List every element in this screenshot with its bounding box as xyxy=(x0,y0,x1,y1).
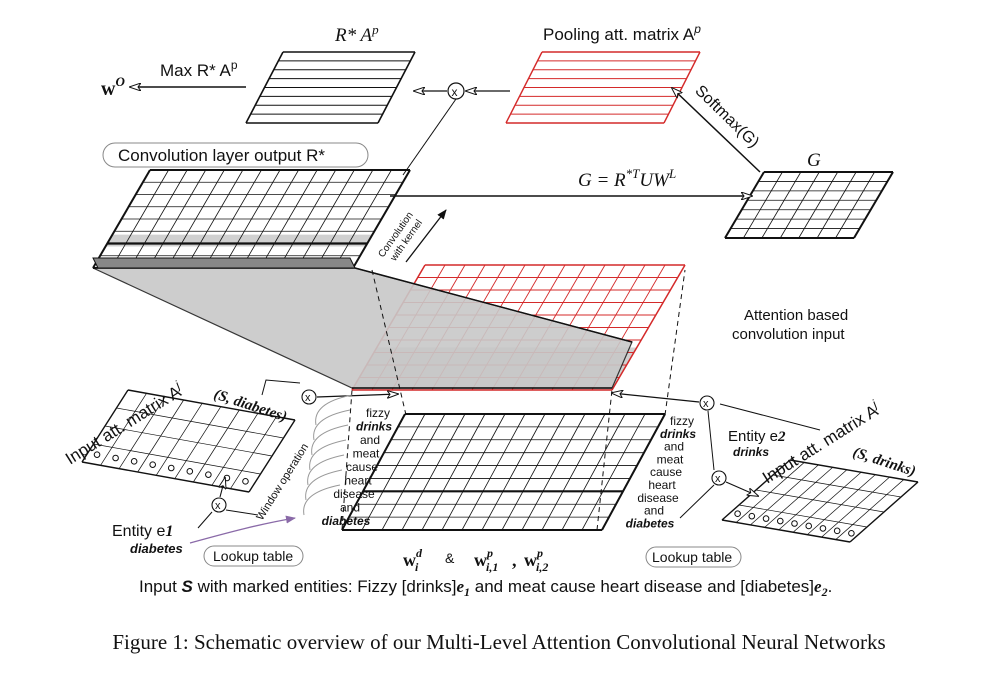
window-operation-arcs xyxy=(303,394,353,516)
softmax-arrow xyxy=(672,88,761,173)
entity-e1-label: Entity e1 xyxy=(112,523,173,540)
amp-label: & xyxy=(445,550,455,566)
rstar-ap-title: R* Ap xyxy=(334,22,379,46)
word-token: meat xyxy=(353,447,380,461)
word-token: heart xyxy=(344,474,372,488)
g-matrix xyxy=(724,171,894,239)
s-diabetes-label: (S, diabetes) xyxy=(212,387,289,426)
conv-output-label: Convolution layer output R* xyxy=(118,146,325,165)
right-word-column: fizzydrinksandmeatcauseheartdiseaseanddi… xyxy=(626,414,697,530)
word-token: and xyxy=(664,440,684,454)
word-token: fizzy xyxy=(366,406,390,420)
mlac-diagram: Max R* Ap wO R* Ap Pooling att. matrix A… xyxy=(60,22,919,599)
lookup-left-label: Lookup table xyxy=(213,548,293,564)
rstar-ap-matrix xyxy=(245,51,416,124)
word-token: cause xyxy=(346,460,378,474)
figure-caption: Figure 1: Schematic overview of our Mult… xyxy=(112,630,886,654)
lookup-table-left xyxy=(203,545,304,567)
word-token: meat xyxy=(657,452,684,466)
input-att-left-label: Input att. matrix Aj xyxy=(60,378,186,468)
word-token: diabetes xyxy=(626,516,675,530)
svg-text:x: x xyxy=(452,85,458,99)
conv-output-pill xyxy=(102,142,369,168)
word-token: drinks xyxy=(660,427,696,441)
lookup-table-right xyxy=(645,546,742,568)
conv-kernel-arrow xyxy=(405,209,447,263)
lookup-right-label: Lookup table xyxy=(652,549,732,565)
word-token: disease xyxy=(333,487,375,501)
conv-output-matrix xyxy=(92,169,411,269)
pooling-att-matrix xyxy=(505,51,701,124)
multiply-node-left-upper: x xyxy=(261,379,398,405)
conv-kernel-label: Convolutionwith kernel xyxy=(376,210,425,266)
word-token: and xyxy=(644,504,664,518)
entity-e2-word: drinks xyxy=(733,445,769,459)
g-title: G xyxy=(807,150,821,171)
svg-text:x: x xyxy=(305,392,311,404)
window-operation-label: Window operation xyxy=(254,442,311,523)
multiply-node-right-upper: x xyxy=(612,393,821,431)
multiply-node-top: x xyxy=(402,82,510,176)
input-sentence: Input S with marked entities: Fizzy [dri… xyxy=(139,577,832,599)
word-token: heart xyxy=(648,478,676,492)
svg-text:x: x xyxy=(715,473,721,485)
word-token: and xyxy=(340,501,360,515)
input-att-matrix-left xyxy=(81,389,296,493)
pooling-title: Pooling att. matrix Ap xyxy=(543,22,701,44)
attention-label-2: convolution input xyxy=(732,326,845,343)
multiply-node-right-lower: x xyxy=(679,410,758,519)
multiply-node-left-lower: x xyxy=(197,478,259,529)
dashed-projections xyxy=(341,269,686,531)
purple-arrow xyxy=(189,515,296,544)
g-equation: G = R*TUWL xyxy=(578,166,676,191)
svg-text:x: x xyxy=(703,398,709,410)
s-drinks-label: (S, drinks) xyxy=(851,445,918,480)
word-token: fizzy xyxy=(670,414,694,428)
max-label: Max R* Ap xyxy=(160,58,238,80)
comma-label: , xyxy=(512,550,517,570)
word-token: diabetes xyxy=(322,514,371,528)
entity-e2-label: Entity e2 xyxy=(728,428,786,445)
entity-e1-word: diabetes xyxy=(130,541,183,556)
attention-label-1: Attention based xyxy=(744,307,848,324)
wo-label: wO xyxy=(101,74,125,100)
convolution-projection xyxy=(92,257,633,389)
input-s-matrix xyxy=(341,413,666,531)
word-token: drinks xyxy=(356,420,392,434)
svg-text:x: x xyxy=(215,500,221,512)
left-word-column: fizzydrinksandmeatcauseheartdiseaseanddi… xyxy=(322,406,393,528)
word-token: and xyxy=(360,433,380,447)
input-att-matrix-right xyxy=(721,459,919,543)
word-token: disease xyxy=(637,491,679,505)
word-token: cause xyxy=(650,465,682,479)
